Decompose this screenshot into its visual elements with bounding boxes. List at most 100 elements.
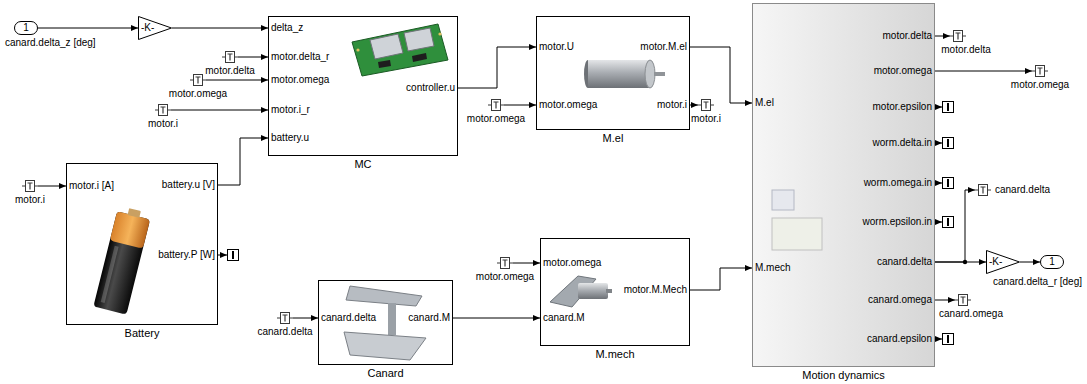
from-tag: motor.omega	[497, 257, 513, 269]
subsystem-block: motor.Umotor.omegamotor.M.elmotor.iM.el	[536, 16, 690, 130]
port-label: motor.omega	[271, 74, 329, 86]
battery-body	[93, 211, 150, 314]
tag-mark	[698, 102, 714, 109]
chip	[412, 53, 427, 62]
tag-icon	[222, 51, 238, 63]
subsystem-block: delta_zmotor.delta_rmotor.omegamotor.i_r…	[268, 16, 458, 156]
port-label: worm.epsilon.in	[863, 216, 932, 228]
tag-icon	[975, 184, 991, 196]
port-label: M.el	[755, 97, 774, 109]
block-name: Battery	[125, 327, 160, 340]
terminator-symbol	[943, 102, 954, 113]
terminator-bars	[233, 103, 948, 343]
chip	[378, 60, 391, 68]
tag-mark	[1032, 68, 1048, 75]
block-name: motor.i	[691, 113, 721, 125]
tag-icon	[950, 30, 966, 42]
block-name: motor.omega	[467, 113, 525, 125]
motion-panel	[752, 3, 935, 367]
from-tag: canard.delta	[277, 312, 293, 324]
port-label: battery.u [V]	[162, 179, 215, 191]
panel-icon	[772, 218, 822, 250]
goto-tag: motor.omega	[1032, 65, 1048, 77]
connector	[370, 34, 403, 59]
tag-icon	[497, 257, 513, 269]
block-name: canard.delta	[257, 326, 312, 338]
signal-line	[171, 110, 268, 111]
block-name: motor.omega	[1011, 79, 1069, 91]
signal-line	[206, 80, 268, 81]
gearbox	[550, 276, 612, 307]
terminator-bar	[947, 179, 949, 187]
block-symbol: -K-	[141, 22, 154, 34]
tag-icon	[22, 180, 38, 192]
signal-line	[458, 47, 536, 88]
gear-shaft	[606, 289, 612, 293]
panel-icon	[772, 190, 794, 210]
tag-icon	[1032, 65, 1048, 77]
electric-motor	[584, 60, 665, 88]
tag-mark	[222, 54, 238, 61]
signal-line	[293, 318, 318, 319]
goto-tag: motor.delta	[950, 30, 966, 42]
panel-ground	[752, 3, 935, 367]
signal-line	[513, 263, 540, 264]
port-label: motor.omega	[543, 257, 601, 269]
tag-mark	[955, 297, 971, 304]
signal-line	[935, 143, 942, 144]
terminator-bar	[947, 103, 949, 111]
port-label: battery.u	[271, 132, 309, 144]
signal-line	[935, 71, 1032, 72]
terminator-wires	[218, 107, 942, 339]
port-label: motor.U	[539, 41, 574, 53]
goto-tag: canard.delta	[975, 184, 991, 196]
fin-body	[344, 332, 426, 360]
pad	[438, 32, 441, 35]
signal-line	[38, 186, 66, 187]
gain-outline	[139, 17, 172, 40]
port-label: motor.i_r	[271, 104, 310, 116]
battery-cap	[128, 208, 141, 218]
port-label: motor.omega	[874, 65, 932, 77]
port-label: motor.M.Mech	[624, 284, 687, 296]
battery-shine	[101, 246, 119, 303]
port-label: worm.omega.in	[864, 177, 932, 189]
tag-mark	[190, 77, 206, 84]
gain-outline	[987, 251, 1020, 274]
signal-line	[218, 138, 268, 185]
block-name: canard.delta	[995, 184, 1050, 196]
block-name: canard.delta_z [deg]	[5, 37, 96, 49]
port-label: canard.delta	[321, 312, 376, 324]
signal-line	[935, 36, 950, 37]
tag-mark	[497, 260, 513, 267]
gear-housing	[578, 283, 608, 299]
from-tag: motor.i	[155, 104, 171, 116]
block-name: motor.i	[15, 194, 45, 206]
block-name: Canard	[367, 367, 403, 380]
goto-tag: canard.omega	[955, 294, 971, 306]
terminator-symbol	[943, 178, 954, 189]
pad	[356, 48, 359, 51]
signal-line	[935, 339, 942, 340]
terminator-symbol	[943, 217, 954, 228]
tag-mark	[155, 107, 171, 114]
signal-line	[453, 318, 540, 319]
board	[352, 24, 448, 76]
from-tag: motor.delta	[222, 51, 238, 63]
port-label: motor.delta_r	[271, 51, 329, 63]
port-label: canard.delta	[877, 256, 932, 268]
signal-line	[935, 183, 942, 184]
signal-line	[935, 300, 955, 301]
signal-line	[38, 28, 138, 29]
port-label: battery.P [W]	[158, 249, 215, 261]
fin-top	[346, 286, 422, 306]
port-label: motor.delta	[883, 30, 932, 42]
terminator-symbol	[228, 250, 239, 261]
subsystem-block: canard.deltacanard.MCanard	[318, 280, 453, 365]
signal-line	[935, 262, 986, 263]
terminator-bar	[232, 251, 234, 259]
signal-line	[690, 105, 698, 106]
port-label: canard.M	[543, 312, 585, 324]
goto-tag: motor.i	[698, 99, 714, 111]
